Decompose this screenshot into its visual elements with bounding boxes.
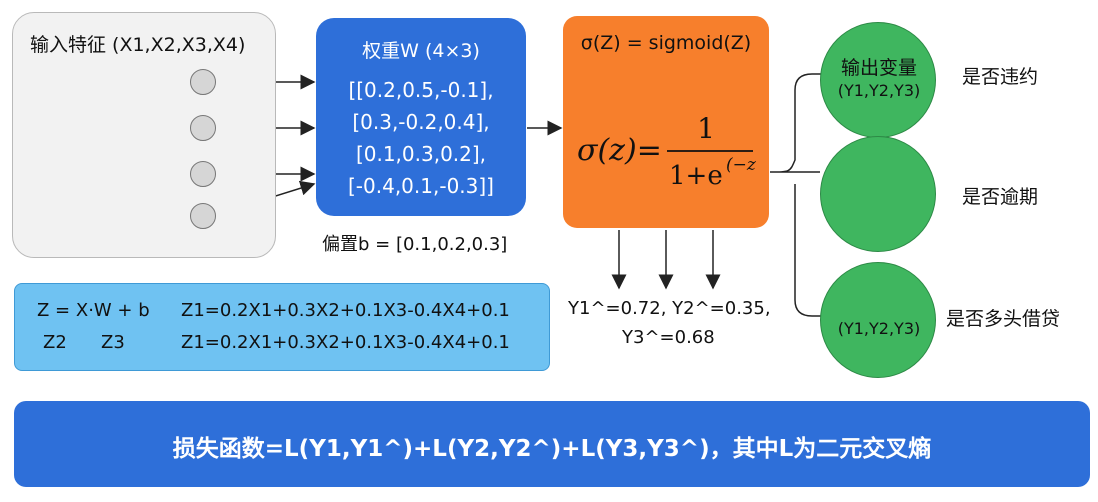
- weight-matrix-row-4: [-0.4,0.1,-0.3]]: [348, 174, 494, 198]
- sigmoid-formula: σ(z)= 1 1+e (−z: [577, 112, 757, 191]
- input-feature-panel: [12, 12, 276, 258]
- output-label-multi-loan: 是否多头借贷: [946, 308, 1061, 330]
- weight-matrix-row-2: [0.3,-0.2,0.4],: [352, 110, 490, 134]
- input-node-2: [190, 115, 216, 141]
- input-node-4: [190, 203, 216, 229]
- output-node-subtitle-3: (Y1,Y2,Y3): [837, 319, 921, 338]
- sigmoid-title: σ(Z) = sigmoid(Z): [580, 32, 752, 54]
- input-node-1: [190, 69, 216, 95]
- weight-matrix-row-1: [[0.2,0.5,-0.1],: [348, 78, 494, 102]
- output-brace: [769, 73, 822, 317]
- bias-label: 偏置b = [0.1,0.2,0.3]: [322, 234, 508, 255]
- weight-matrix-row-3: [0.1,0.3,0.2],: [355, 142, 487, 166]
- sigmoid-box: σ(Z) = sigmoid(Z) σ(z)= 1 1+e (−z: [563, 16, 769, 228]
- output-node-title: 输出变量: [840, 57, 917, 79]
- equation-z1-line1: Z1=0.2X1+0.3X2+0.1X3-0.4X4+0.1: [181, 300, 510, 321]
- equation-z1-line2: Z1=0.2X1+0.3X2+0.1X3-0.4X4+0.1: [181, 332, 510, 353]
- formula-lhs: σ(z)=: [577, 133, 662, 168]
- output-node-overdue: [820, 136, 936, 252]
- weight-matrix-title: 权重W (4×3): [362, 40, 480, 62]
- weight-matrix-box: 权重W (4×3) [[0.2,0.5,-0.1], [0.3,-0.2,0.4…: [316, 18, 526, 216]
- equation-z3-label: Z3: [101, 332, 125, 353]
- prediction-values-line1: Y1^=0.72, Y2^=0.35,: [568, 298, 771, 319]
- loss-function-banner: 损失函数=L(Y1,Y1^)+L(Y2,Y2^)+L(Y3,Y3^)，其中L为二…: [14, 401, 1090, 487]
- output-node-subtitle: (Y1,Y2,Y3): [837, 81, 921, 100]
- equation-z2-label: Z2: [43, 332, 67, 353]
- output-node-multi-loan: (Y1,Y2,Y3): [820, 262, 936, 378]
- output-node-default: 输出变量 (Y1,Y2,Y3): [820, 22, 936, 138]
- output-label-overdue: 是否逾期: [962, 186, 1039, 208]
- loss-function-text: 损失函数=L(Y1,Y1^)+L(Y2,Y2^)+L(Y3,Y3^)，其中L为二…: [172, 436, 932, 462]
- prediction-values-line2: Y3^=0.68: [622, 327, 715, 348]
- formula-exponent: (−z: [726, 155, 757, 175]
- input-node-3: [190, 161, 216, 187]
- equation-matrix-form: Z = X·W + b: [37, 300, 150, 321]
- output-label-default: 是否违约: [962, 66, 1039, 88]
- formula-denominator: 1+e: [669, 161, 723, 191]
- equations-panel: Z = X·W + b Z1=0.2X1+0.3X2+0.1X3-0.4X4+0…: [14, 283, 550, 371]
- formula-numerator: 1: [697, 112, 715, 145]
- input-feature-title: 输入特征 (X1,X2,X3,X4): [30, 34, 246, 56]
